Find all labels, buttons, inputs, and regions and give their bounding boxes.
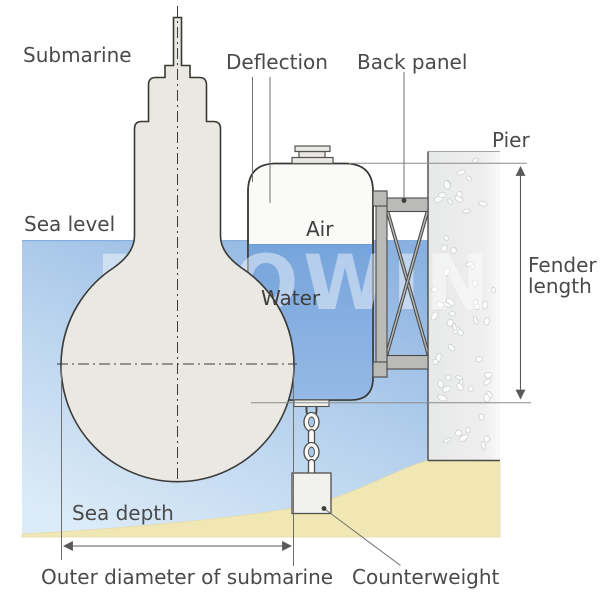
submarine-hull xyxy=(60,16,295,483)
counterweight-leader-dot xyxy=(321,506,327,511)
back-panel-leader-dot xyxy=(401,198,407,203)
label-fender-length-line1: Fender xyxy=(528,253,597,277)
label-submarine: Submarine xyxy=(23,43,132,67)
leader-lines xyxy=(252,72,405,566)
label-sea-depth: Sea depth xyxy=(72,501,174,525)
truss-vertical-bar xyxy=(375,190,388,378)
label-back-panel: Back panel xyxy=(357,50,467,74)
label-water: Water xyxy=(261,286,321,310)
dimension-lines xyxy=(61,162,531,566)
label-sea-level: Sea level xyxy=(24,212,115,236)
pier-structure xyxy=(427,151,500,462)
truss-bar-bottom-cap xyxy=(372,361,388,378)
valve-top-flange xyxy=(294,145,331,153)
pier-aggregate-texture xyxy=(430,157,496,451)
valve-bottom-flange xyxy=(291,156,334,165)
chain xyxy=(303,411,320,477)
label-outer-diameter: Outer diameter of submarine xyxy=(41,565,333,589)
truss-bottom-beam xyxy=(385,354,429,370)
counterweight-leader-line xyxy=(323,508,401,566)
label-deflection: Deflection xyxy=(226,50,328,74)
truss-bar-top-cap xyxy=(372,190,388,207)
label-fender-length-line2: length xyxy=(528,274,592,298)
label-pier: Pier xyxy=(492,128,530,152)
fender-outline xyxy=(247,162,374,401)
fender-valve-cap xyxy=(291,145,334,165)
label-counterweight: Counterweight xyxy=(352,565,500,589)
back-panel-truss xyxy=(372,190,429,378)
submarine-centerlines xyxy=(57,6,297,481)
truss-top-beam xyxy=(385,197,429,213)
label-air: Air xyxy=(306,217,334,241)
